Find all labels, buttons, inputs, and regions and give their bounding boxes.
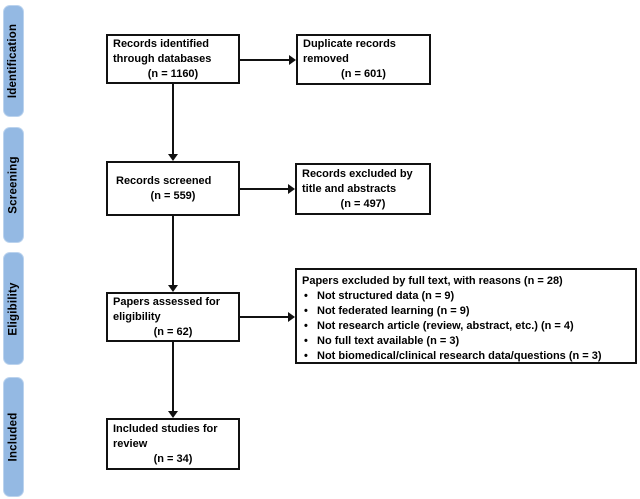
reason-item: • Not structured data (n = 9) — [302, 289, 630, 304]
bullet-icon: • — [304, 290, 308, 302]
reason-text: No full text available (n = 3) — [317, 335, 460, 347]
box-excluded-fulltext: Papers excluded by full text, with reaso… — [295, 268, 637, 364]
box-excluded-title-abstract: Records excluded by title and abstracts … — [295, 163, 431, 215]
box-text-line: review — [113, 437, 148, 450]
arrow-identified-to-screened-line — [172, 84, 174, 155]
reason-text: Not research article (review, abstract, … — [317, 320, 574, 332]
box-title: Papers excluded by full text, with reaso… — [302, 275, 563, 287]
bullet-icon: • — [304, 320, 308, 332]
arrow-identified-to-duplicates-head — [289, 55, 296, 65]
reason-item: • Not federated learning (n = 9) — [302, 304, 630, 319]
arrow-screened-to-assessed-head — [168, 285, 178, 292]
reason-text: Not federated learning (n = 9) — [317, 305, 470, 317]
box-duplicates-removed: Duplicate records removed (n = 601) — [296, 34, 431, 85]
stage-included: Included — [3, 377, 24, 497]
box-count: (n = 34) — [153, 452, 193, 465]
stage-eligibility-label: Eligibility — [7, 281, 20, 336]
box-text-line: Records identified — [113, 37, 209, 50]
arrow-screened-to-excluded-line — [240, 188, 289, 190]
stage-identification-label: Identification — [7, 23, 20, 99]
box-count: (n = 497) — [340, 197, 386, 210]
box-text-line: through databases — [113, 52, 212, 65]
arrow-assessed-to-excluded-head — [288, 312, 295, 322]
box-text-line: removed — [303, 53, 349, 65]
box-records-identified: Records identified through databases (n … — [106, 34, 240, 84]
box-text-line: Records excluded by — [302, 167, 413, 180]
stage-eligibility: Eligibility — [3, 252, 24, 365]
arrow-assessed-to-excluded-line — [240, 316, 289, 318]
stage-screening-label: Screening — [7, 156, 20, 214]
bullet-icon: • — [304, 305, 308, 317]
bullet-icon: • — [304, 335, 308, 347]
box-text-line: Records screened — [116, 174, 212, 187]
arrow-assessed-to-included-line — [172, 342, 174, 412]
reason-text: Not structured data (n = 9) — [317, 290, 455, 302]
arrow-screened-to-assessed-line — [172, 216, 174, 286]
stage-identification: Identification — [3, 5, 24, 117]
box-text-line: eligibility — [113, 310, 161, 323]
box-included-studies: Included studies for review (n = 34) — [106, 418, 240, 470]
arrow-identified-to-duplicates-line — [240, 59, 290, 61]
arrow-assessed-to-included-head — [168, 411, 178, 418]
box-text-line: Included studies for — [113, 422, 218, 435]
box-text-line: Papers assessed for — [113, 295, 221, 308]
box-count: (n = 62) — [153, 325, 193, 338]
box-count: (n = 601) — [341, 68, 386, 80]
reason-item: • Not biomedical/clinical research data/… — [302, 349, 630, 364]
box-count: (n = 559) — [150, 189, 196, 202]
box-records-screened: Records screened (n = 559) — [106, 161, 240, 216]
bullet-icon: • — [304, 350, 308, 362]
arrow-identified-to-screened-head — [168, 154, 178, 161]
box-papers-assessed: Papers assessed for eligibility (n = 62) — [106, 292, 240, 342]
reason-item: • No full text available (n = 3) — [302, 334, 630, 349]
arrow-screened-to-excluded-head — [288, 184, 295, 194]
stage-included-label: Included — [7, 412, 20, 462]
box-text-line: title and abstracts — [302, 182, 397, 195]
box-text-line: Duplicate records — [303, 38, 396, 50]
box-count: (n = 1160) — [147, 67, 199, 80]
stage-screening: Screening — [3, 127, 24, 243]
reason-item: • Not research article (review, abstract… — [302, 319, 630, 334]
reason-text: Not biomedical/clinical research data/qu… — [317, 350, 602, 362]
